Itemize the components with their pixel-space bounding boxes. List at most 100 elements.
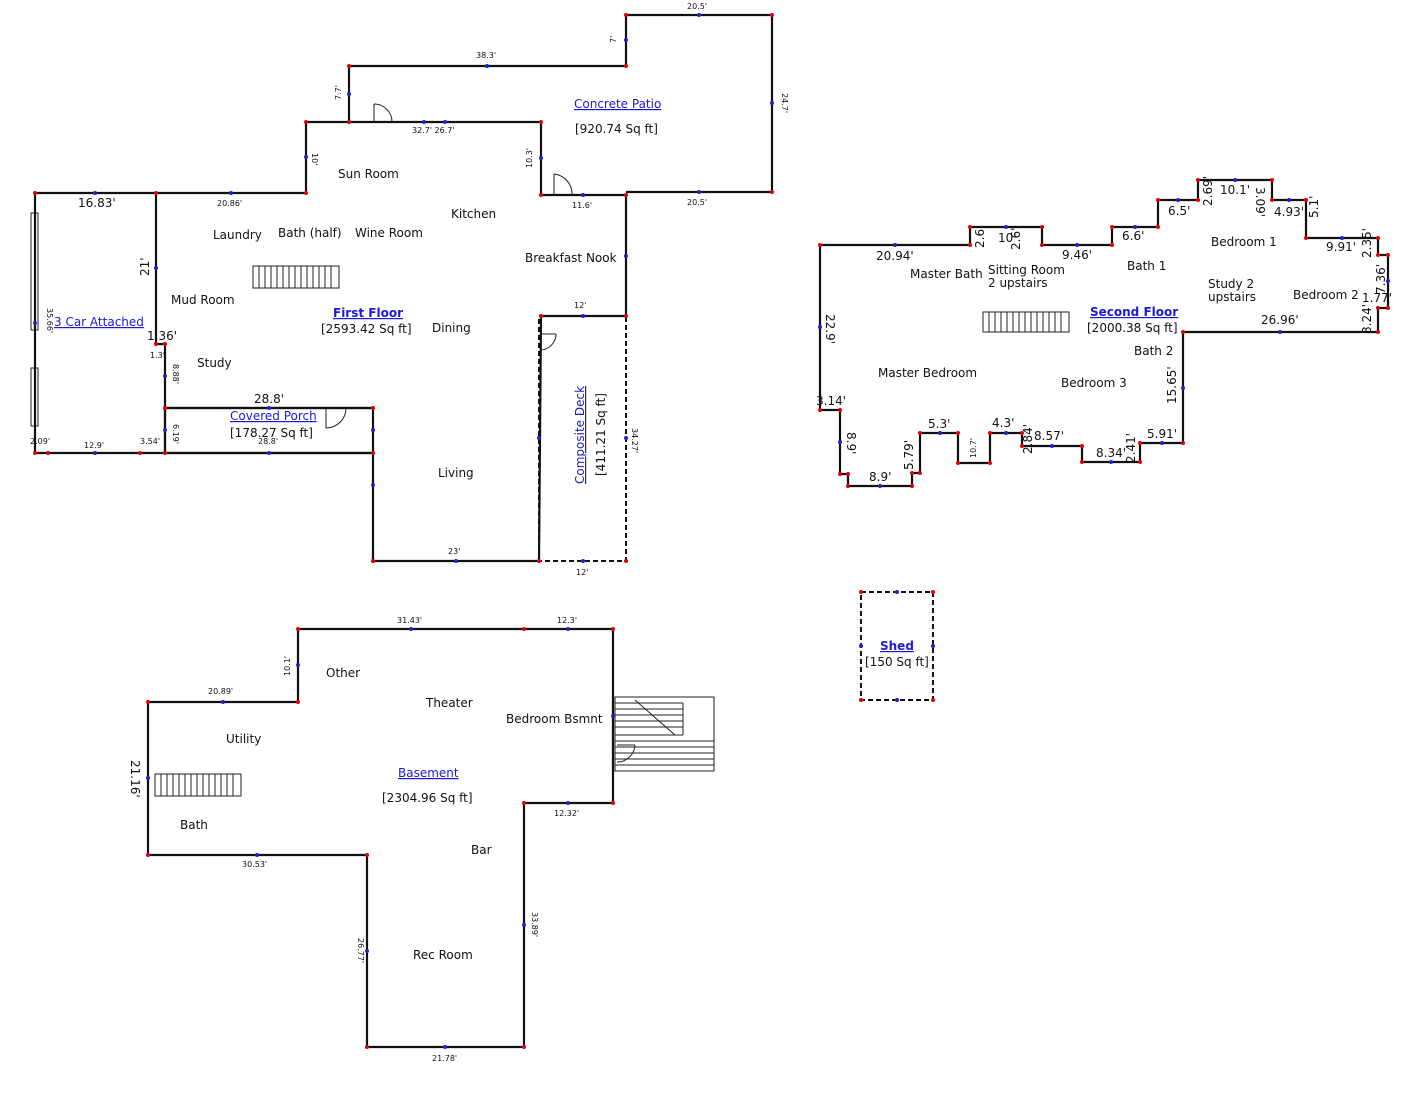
- door-porch: [325, 407, 347, 429]
- dim-label: 20.89': [208, 687, 233, 696]
- dim-label: 6.6': [1122, 229, 1144, 243]
- porch-area: [178.27 Sq ft]: [230, 426, 313, 440]
- dim-label: 34.27': [630, 428, 639, 453]
- dim-label: 7': [609, 36, 618, 43]
- dim-label: 28.8': [254, 392, 284, 406]
- dim-label: 1.36': [147, 329, 177, 343]
- room-bar: Bar: [471, 843, 492, 857]
- shed-area: [150 Sq ft]: [865, 655, 929, 669]
- room-bath1: Bath 1: [1127, 259, 1166, 273]
- dim-label: 21.78': [432, 1054, 457, 1063]
- second-floor-area: [2000.38 Sq ft]: [1087, 321, 1178, 335]
- room-sitting: Sitting Room: [988, 263, 1065, 277]
- dim-label: 26.77': [356, 938, 365, 963]
- room-study: Study: [197, 356, 232, 370]
- dim-label: 24.7': [780, 93, 789, 113]
- dim-label: 2.6': [1009, 228, 1023, 250]
- dim-label: 6.5': [1168, 204, 1190, 218]
- dim-label: 15.65': [1165, 366, 1179, 404]
- first-floor-labels: Concrete Patio [920.74 Sq ft] Sun Room K…: [54, 97, 661, 484]
- dim-label: 26.96': [1261, 313, 1299, 327]
- second-floor-dimensions: 20.94' 10' 9.46' 6.6' 6.5' 10.1' 4.93' 9…: [816, 176, 1392, 484]
- room-master-bath: Master Bath: [910, 267, 983, 281]
- room-bath-half: Bath (half): [278, 226, 342, 240]
- room-theater: Theater: [425, 696, 473, 710]
- room-other: Other: [326, 666, 360, 680]
- room-dining: Dining: [432, 321, 471, 335]
- room-bedroom2: Bedroom 2: [1293, 288, 1359, 302]
- door-kitchen: [553, 173, 573, 196]
- dim-label: 7.36': [1374, 264, 1388, 294]
- room-sun-room: Sun Room: [338, 167, 399, 181]
- dim-label: 8.88': [171, 364, 180, 384]
- room-bath2: Bath 2: [1134, 344, 1173, 358]
- room-study2-sub: upstairs: [1208, 290, 1256, 304]
- dim-label: 5.1': [1307, 196, 1321, 218]
- dim-label: 9.91': [1326, 240, 1356, 254]
- room-master-bedroom: Master Bedroom: [878, 366, 977, 380]
- room-mud: Mud Room: [171, 293, 235, 307]
- dim-label: 11.6': [572, 201, 592, 210]
- dim-label: 12.3': [557, 616, 577, 625]
- dim-label: 22.9': [823, 314, 837, 344]
- dim-label: 20.5': [687, 2, 707, 11]
- room-breakfast-nook: Breakfast Nook: [525, 251, 617, 265]
- first-floor-area: [2593.42 Sq ft]: [321, 322, 412, 336]
- first-floor-dimensions: 20.5' 38.3' 7' 24.7' 7.7' 32.7' 26.7' 10…: [30, 2, 789, 577]
- deck-title: Composite Deck: [573, 386, 587, 484]
- dim-label: 2.69': [1201, 176, 1215, 206]
- room-bedroom1: Bedroom 1: [1211, 235, 1277, 249]
- porch-title: Covered Porch: [230, 409, 317, 423]
- first-floor-outline: [156, 120, 628, 563]
- dim-label: 21.16': [128, 760, 142, 798]
- garage-title: 3 Car Attached: [54, 315, 144, 329]
- dim-label: 2.35': [1360, 228, 1374, 258]
- dim-label: 2.6': [973, 226, 987, 248]
- dim-label: 33.89': [530, 912, 539, 937]
- dim-label: 8.9': [869, 470, 891, 484]
- dim-label: 32.7' 26.7': [412, 126, 455, 135]
- deck-area: [411.21 Sq ft]: [594, 393, 608, 476]
- room-kitchen: Kitchen: [451, 207, 496, 221]
- dim-label: 8.34': [1096, 446, 1126, 460]
- dim-label: 5.3': [928, 417, 950, 431]
- dim-label: 21': [138, 257, 152, 276]
- dim-label: 20.94': [876, 249, 914, 263]
- patio-outline: [347, 13, 774, 194]
- room-bedroom-bsmnt: Bedroom Bsmnt: [506, 712, 603, 726]
- room-utility: Utility: [226, 732, 261, 746]
- room-wine: Wine Room: [355, 226, 423, 240]
- dim-label: 31.43': [397, 616, 422, 625]
- garage-door-1: [30, 212, 39, 331]
- second-floor-title: Second Floor: [1090, 305, 1178, 319]
- second-floor-labels: Master Bath Sitting Room 2 upstairs Bath…: [878, 235, 1359, 390]
- dim-label: 2.84': [1021, 424, 1035, 454]
- dim-label: 3.14': [816, 394, 846, 408]
- dim-label: 6.19': [171, 424, 180, 444]
- dim-label: 16.83': [78, 196, 116, 210]
- first-floor-title: First Floor: [333, 306, 403, 320]
- door-sunroom: [373, 103, 393, 123]
- room-rec: Rec Room: [413, 948, 473, 962]
- dim-label: 38.3': [476, 51, 496, 60]
- shed-title: Shed: [880, 639, 914, 653]
- dim-label: 10.3': [525, 148, 534, 168]
- vertex-markers: [33, 13, 1390, 1049]
- room-bedroom3: Bedroom 3: [1061, 376, 1127, 390]
- dim-label: 12.32': [554, 809, 579, 818]
- dim-label: 8.9': [844, 432, 858, 454]
- dim-label: 3.09': [1253, 187, 1267, 217]
- dim-label: 8.24': [1360, 304, 1374, 334]
- dim-label: 1.3': [150, 351, 165, 360]
- dim-label: 10': [998, 231, 1017, 245]
- patio-title: Concrete Patio: [574, 97, 661, 111]
- dim-label: 10.1': [1220, 183, 1250, 197]
- dim-label: 4.93': [1274, 205, 1304, 219]
- dim-label: 12.9': [84, 441, 104, 450]
- room-living: Living: [438, 466, 474, 480]
- second-floor-stairs: [982, 311, 1070, 333]
- dim-label: 8.57': [1034, 429, 1064, 443]
- dim-label: 5.91': [1147, 427, 1177, 441]
- garage-door-2: [30, 367, 39, 427]
- dim-label: 4.3': [992, 416, 1014, 430]
